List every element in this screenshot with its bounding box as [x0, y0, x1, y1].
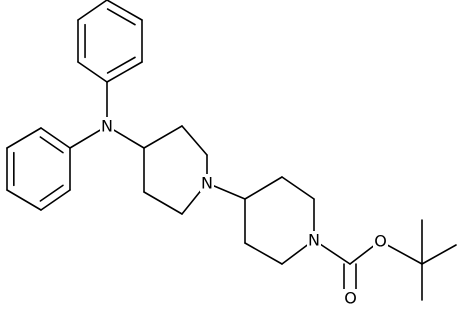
atom-n-diphenylamine: N: [100, 117, 114, 136]
bond-b2-b3: [6, 127, 42, 149]
bond-b1-b2: [40, 127, 71, 149]
bond-c2-c3: [143, 191, 183, 215]
bond-a1-a2: [77, 61, 108, 83]
bond-a6-a1-inner: [106, 56, 136, 74]
atom-o-ester: O: [373, 232, 388, 251]
atom-n-diphenylamine-label: N: [101, 117, 113, 136]
atom-o-carbonyl-label: O: [344, 289, 357, 308]
atom-n-piperidine-a: N: [200, 174, 214, 193]
bond-c13-c15: [421, 244, 457, 265]
atom-n-piperidine-a-label: N: [201, 174, 213, 193]
bond-lines: [6, 0, 457, 301]
bond-c8-c9: [244, 242, 283, 265]
bond-b4-b5: [6, 189, 42, 211]
atom-o-carbonyl: O: [343, 289, 358, 308]
bond-a4-a5: [106, 0, 143, 21]
bond-a4-a5-inner: [106, 8, 136, 26]
atom-n-piperidine-b: N: [307, 231, 321, 250]
bond-b5-b6-inner: [39, 184, 64, 202]
atom-o-ester-label: O: [374, 232, 387, 251]
bond-a6-a1: [106, 61, 143, 83]
bond-c11-c7: [244, 176, 283, 200]
atom-labels: N N N O O: [100, 117, 388, 308]
bond-b5-b6: [40, 189, 71, 211]
bond-c6-c1: [143, 125, 183, 149]
bond-c10-c11: [281, 176, 315, 200]
atom-n-piperidine-b-label: N: [308, 231, 320, 250]
bond-a3-a4: [77, 0, 108, 21]
bond-b1-b2-inner: [39, 136, 64, 154]
bond-c5-c6: [181, 125, 208, 156]
